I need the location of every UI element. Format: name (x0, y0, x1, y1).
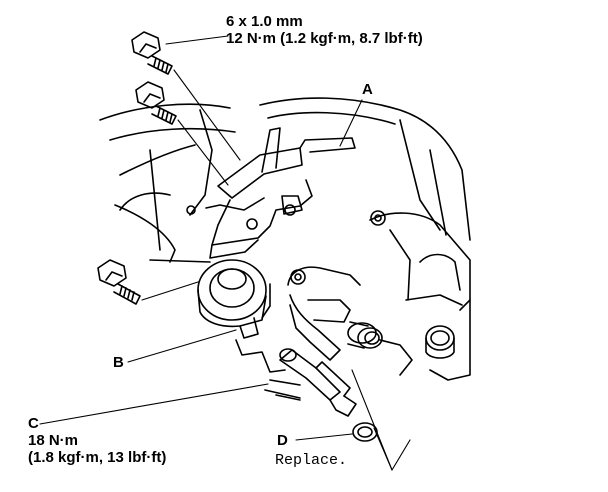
washer-d (352, 422, 378, 442)
pipe-fitting (287, 266, 383, 361)
right-casting (369, 210, 471, 381)
callout-d: D (277, 432, 288, 449)
callout-d-note: Replace. (275, 452, 348, 469)
callout-c: C (28, 415, 39, 432)
callout-c-torque-alt: (1.8 kgf·m, 13 lbf·ft) (28, 449, 167, 466)
leader-c (39, 383, 269, 425)
bolt-top (131, 31, 173, 75)
pipe-c (235, 339, 357, 417)
callout-c-torque: 18 N·m (28, 432, 79, 449)
leader-b (127, 329, 237, 363)
bolt-middle (135, 81, 177, 125)
leader-bolt-middle-to-bracket (177, 119, 229, 186)
leader-bolt-spec (165, 35, 229, 45)
sensor-housing (197, 259, 271, 339)
callout-b: B (113, 354, 124, 371)
leader-d (295, 433, 353, 441)
leader-bolt-lower-to-bracket (141, 281, 199, 301)
bracket-a (205, 127, 356, 259)
leader-d-to-hose (373, 427, 411, 471)
engine-block (99, 97, 471, 263)
bolt-size-label: 6 x 1.0 mm (226, 13, 303, 30)
bolt-lower (97, 259, 141, 305)
leader-a (339, 99, 363, 147)
callout-a: A (362, 81, 373, 98)
leader-bolt-top-to-bracket (173, 69, 241, 161)
leader-lines (39, 35, 411, 471)
bolt-torque-label: 12 N·m (1.2 kgf·m, 8.7 lbf·ft) (226, 30, 423, 47)
